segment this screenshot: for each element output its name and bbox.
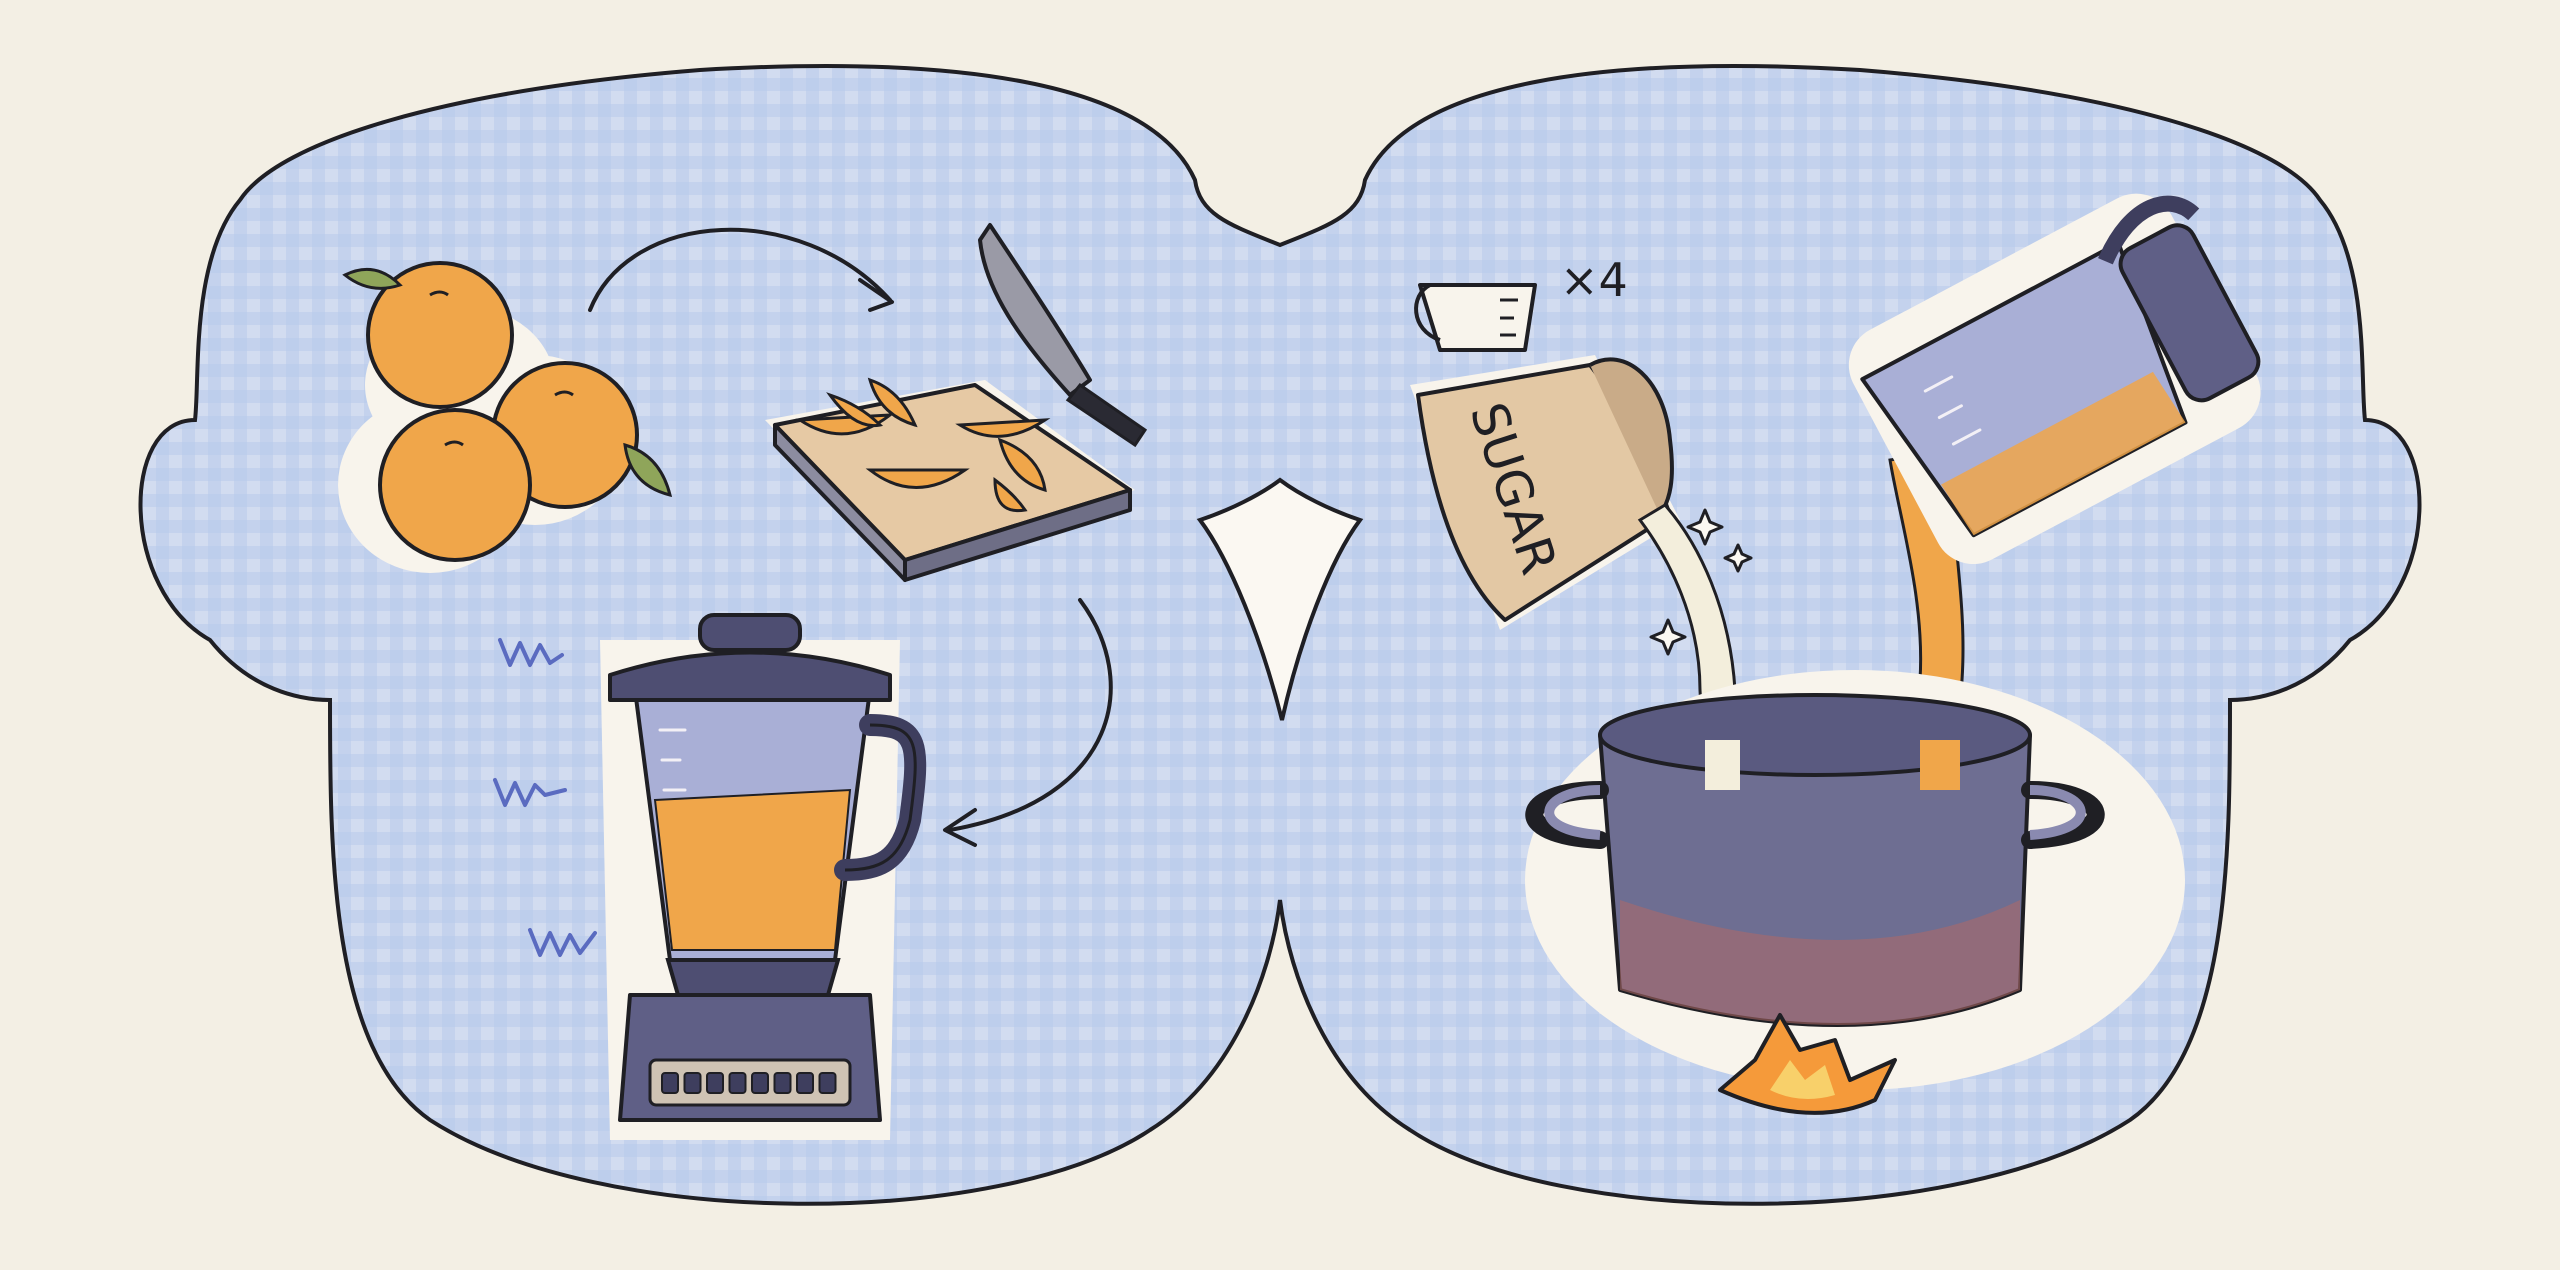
blender-jug-icon	[1848, 193, 2261, 565]
blender-button	[818, 1072, 837, 1094]
blender-button	[773, 1072, 792, 1094]
oranges-icon	[338, 261, 673, 573]
arrow-icon	[588, 227, 894, 312]
blender-button	[796, 1072, 814, 1094]
blender-button	[661, 1072, 679, 1094]
vibration-icon	[493, 638, 597, 957]
pot-icon	[1525, 670, 2185, 1090]
blender-button	[706, 1072, 724, 1094]
blender-icon	[600, 613, 927, 1140]
sugar-bag-icon: SUGAR	[1410, 355, 1680, 630]
arrow-icon	[943, 598, 1113, 847]
blender-button-row	[661, 1072, 837, 1094]
cup-multiplier-label: ×4	[1560, 253, 1628, 307]
measuring-cup-icon	[1414, 283, 1537, 352]
cutting-board-icon	[765, 377, 1135, 582]
knife-icon	[978, 223, 1148, 448]
flame-icon	[1718, 1013, 1897, 1115]
blender-button	[683, 1072, 702, 1094]
blender-button	[728, 1072, 747, 1094]
blender-button	[751, 1072, 769, 1094]
sparkle-icon	[1649, 508, 1753, 656]
